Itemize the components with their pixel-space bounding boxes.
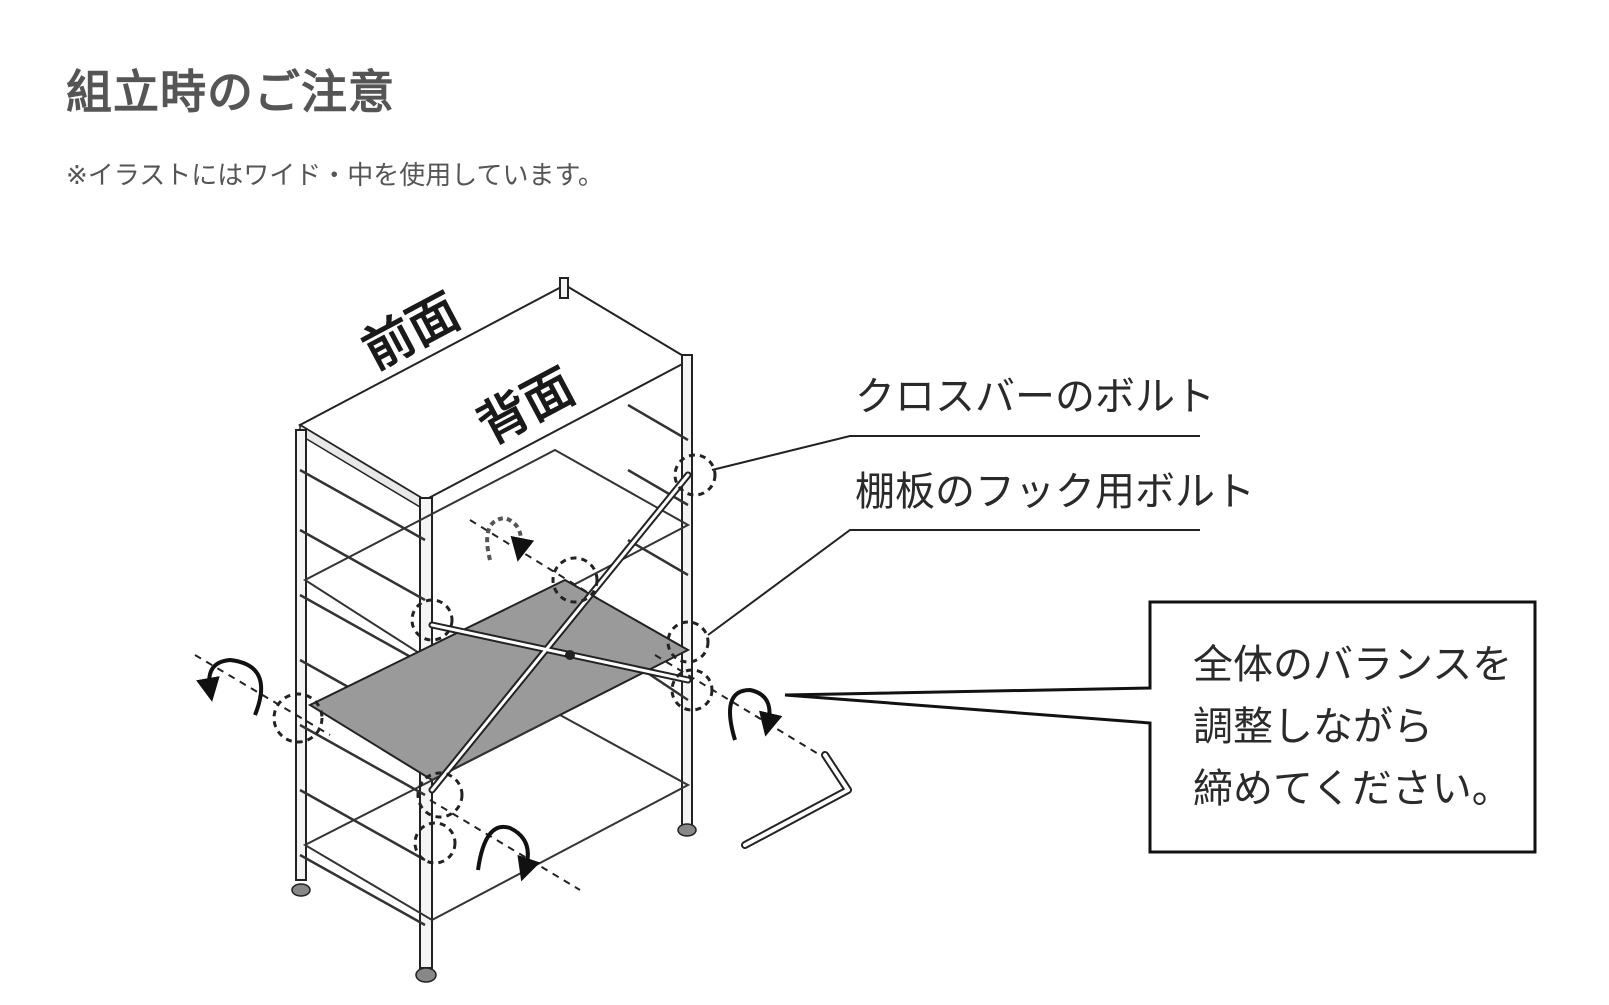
page-title: 組立時のご注意 <box>66 65 395 119</box>
callout-line-2: 調整しながら <box>1193 704 1433 750</box>
callout-line-3: 締めてください。 <box>1193 766 1512 812</box>
crossbar-bolt-label: クロスバーのボルト <box>855 374 1215 420</box>
rotation-arrow-icons <box>196 515 783 882</box>
callout-line-1: 全体のバランスを <box>1193 642 1512 688</box>
shelf-2 <box>303 448 691 662</box>
shelf-3-highlight <box>307 578 691 782</box>
illustration-note: ※イラストにはワイド・中を使用しています。 <box>66 161 604 191</box>
shelf-hook-bolt-label: 棚板のフック用ボルト <box>855 469 1255 515</box>
feet <box>291 823 697 983</box>
shelf-4 <box>302 713 691 922</box>
callout-box <box>784 600 1537 854</box>
leader-lines <box>707 435 1200 636</box>
